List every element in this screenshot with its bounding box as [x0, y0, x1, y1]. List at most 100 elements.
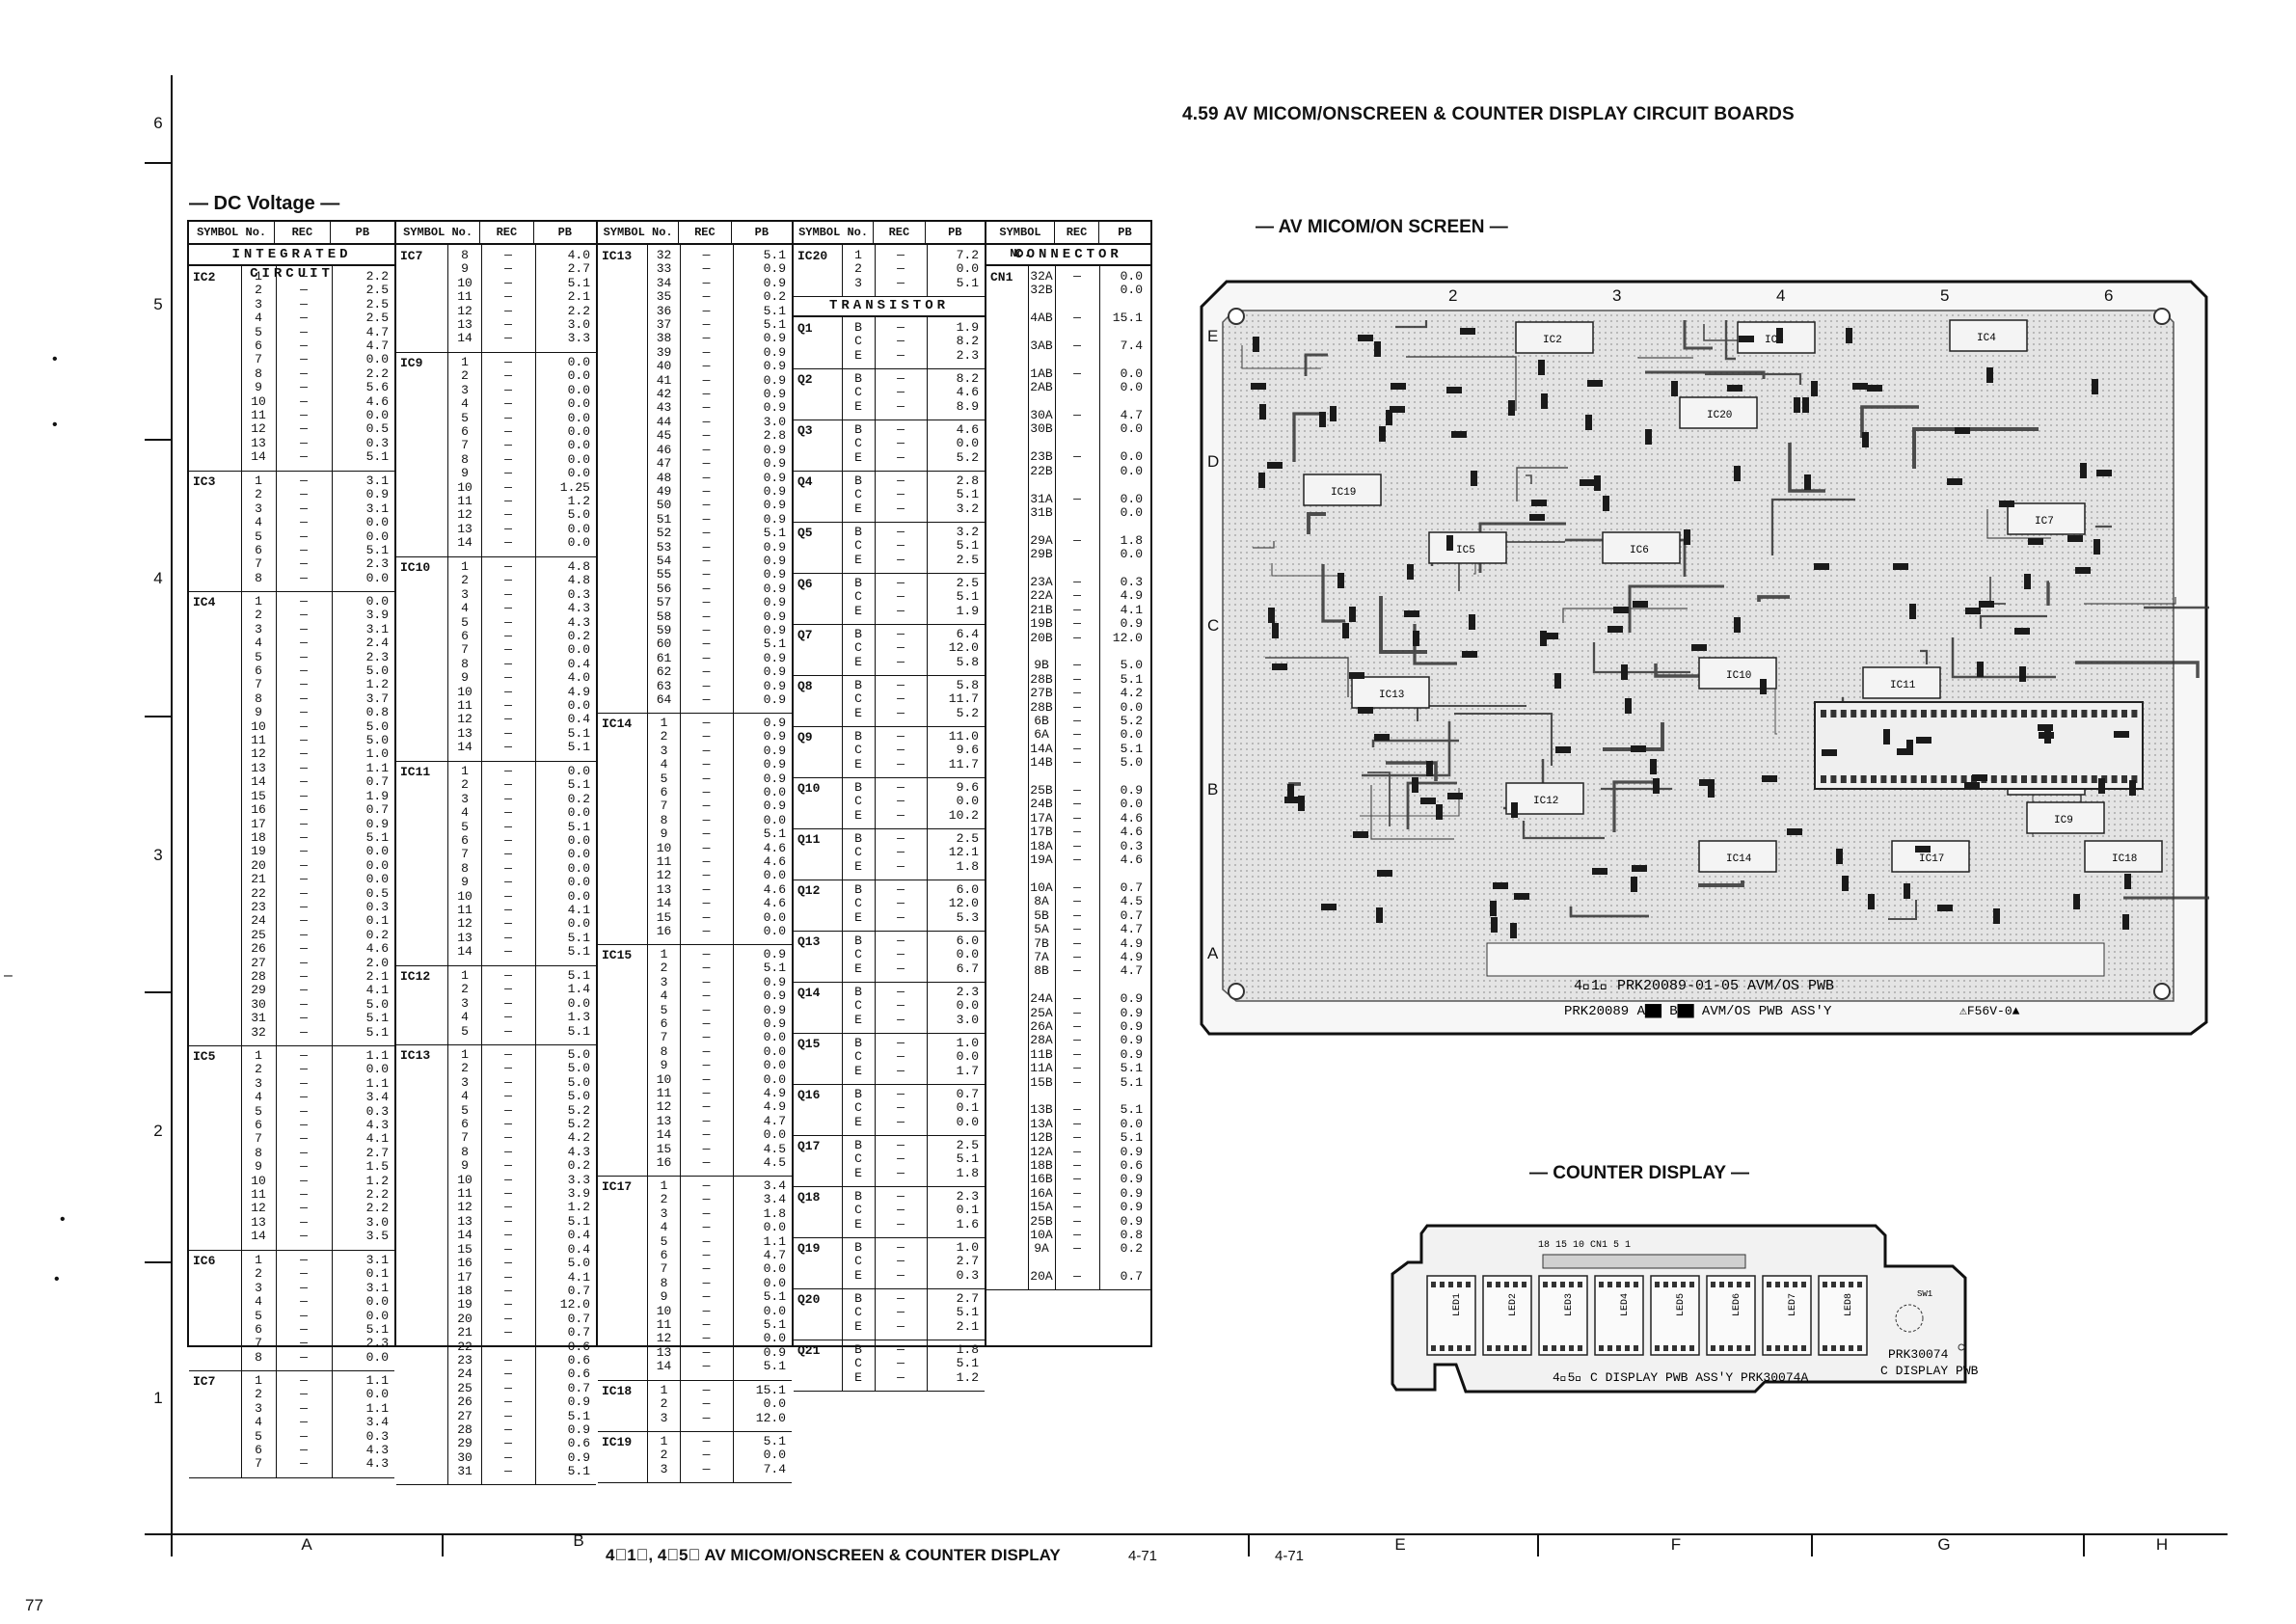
- rec-values: — — —: [897, 831, 905, 874]
- pcb-trace: [1920, 649, 1929, 664]
- row-tick: [145, 1261, 173, 1263]
- component-symbol: Q21: [797, 1343, 821, 1358]
- pin-pad: [1860, 775, 1867, 783]
- col-letter: H: [2155, 1535, 2169, 1554]
- svg-text:IC13: IC13: [1379, 690, 1404, 701]
- header-cell: PB: [1118, 226, 1132, 239]
- pb-values: 7.2 0.0 5.1: [956, 248, 979, 290]
- header-cell: PB: [948, 226, 962, 239]
- component-symbol: IC19: [602, 1435, 633, 1449]
- svg-text:IC17: IC17: [1919, 853, 1944, 865]
- pin-pad: [2131, 775, 2138, 783]
- cell-divider: [875, 931, 876, 982]
- rec-values: — — —: [897, 985, 905, 1027]
- pin-pad: [2121, 775, 2127, 783]
- pcb-trace: [1774, 687, 1777, 735]
- smd-component: [1493, 882, 1508, 889]
- cell-divider: [927, 317, 928, 368]
- smd-component: [1554, 673, 1561, 689]
- ic-package: IC7: [2007, 502, 2086, 535]
- cell-divider: [927, 245, 928, 296]
- smd-component: [1358, 335, 1373, 341]
- rec-values: — — — — — — —: [504, 248, 512, 346]
- cell-divider: [842, 777, 843, 828]
- cell-divider: [1028, 266, 1029, 1289]
- rec-values: — — — — — — — — — — — — — — — — — — — — …: [300, 594, 308, 1040]
- cell-divider: [927, 1135, 928, 1186]
- cell-divider: [927, 1237, 928, 1288]
- header-cell: REC: [480, 222, 534, 243]
- smd-component: [1284, 797, 1300, 803]
- bottom-frame-rule: [145, 1533, 2228, 1535]
- smd-component: [1555, 746, 1571, 753]
- component-symbol: Q18: [797, 1190, 821, 1204]
- svg-text:LED6: LED6: [1732, 1293, 1742, 1316]
- board-grid-letter: B: [1207, 780, 1218, 798]
- cell-divider: [842, 420, 843, 471]
- pcb-trace: [1757, 595, 1790, 602]
- pin-list: B C E: [854, 1189, 862, 1232]
- cell-divider: [875, 1340, 876, 1391]
- pin-list: 1 2 3 4 5: [461, 968, 469, 1039]
- cell-divider: [733, 245, 734, 713]
- pin-pad: [2031, 710, 2038, 717]
- pin-pad: [1981, 710, 1987, 717]
- pin-list: B C E: [854, 1291, 862, 1334]
- pcb-trace: [1304, 353, 1328, 376]
- cell-divider: [842, 245, 843, 296]
- svg-text:IC6: IC6: [1630, 545, 1649, 556]
- cell-divider: [276, 266, 277, 471]
- cell-divider: [842, 726, 843, 777]
- component-symbol: Q13: [797, 934, 821, 949]
- caution-mark: ⚠F56V-0▲: [1959, 1004, 2020, 1018]
- cell-divider: [927, 573, 928, 624]
- smd-component: [1253, 337, 1259, 352]
- pin-list: 1 2 3 4 5 6 7 8 9 10 11 12 13 14: [251, 1048, 266, 1244]
- smd-component: [1804, 474, 1811, 490]
- pcb-trace: [1637, 357, 1693, 359]
- smd-component: [1802, 397, 1809, 413]
- pin-pad: [2101, 710, 2108, 717]
- pin-pad: [1940, 710, 1947, 717]
- cell-divider: [875, 777, 876, 828]
- component-symbol: IC10: [400, 560, 431, 575]
- smd-component: [1760, 679, 1767, 694]
- led-digit: LED8: [1818, 1275, 1868, 1356]
- smd-component: [1867, 385, 1882, 392]
- smd-component: [1762, 775, 1777, 782]
- cell-divider: [241, 266, 242, 471]
- pin-pad: [2081, 775, 2088, 783]
- smd-component: [1337, 573, 1344, 588]
- rec-values: — — —: [897, 576, 905, 618]
- cell-divider: [875, 1084, 876, 1135]
- col-tick: [1537, 1533, 1539, 1556]
- led-digit: LED3: [1538, 1275, 1588, 1356]
- cell-divider: [842, 880, 843, 931]
- rec-values: — — —: [897, 248, 905, 290]
- smd-component: [1671, 381, 1678, 396]
- ic-package: IC2: [1515, 321, 1594, 354]
- cell-divider: [733, 1176, 734, 1380]
- pcb-trace: [1265, 657, 1349, 697]
- pcb-trace: [1516, 467, 1568, 501]
- pb-values: 5.8 11.7 5.2: [948, 678, 979, 720]
- ic-package: IC20: [1679, 396, 1758, 429]
- smd-component: [1379, 426, 1386, 442]
- component-symbol: Q17: [797, 1139, 821, 1153]
- rec-values: — — — — — — —: [300, 1373, 308, 1472]
- cell-divider: [875, 1033, 876, 1084]
- counter-assy-label: 4⃞5⃞ C DISPLAY PWB ASS'Y PRK30074A: [1553, 1370, 1808, 1385]
- smd-component: [1420, 798, 1436, 804]
- svg-text:IC5: IC5: [1456, 545, 1475, 556]
- pcb-trace: [1603, 722, 1664, 751]
- smd-component: [2067, 535, 2083, 542]
- smd-component: [1846, 328, 1852, 343]
- pcb-trace: [1628, 584, 1724, 633]
- component-symbol: Q1: [797, 321, 813, 336]
